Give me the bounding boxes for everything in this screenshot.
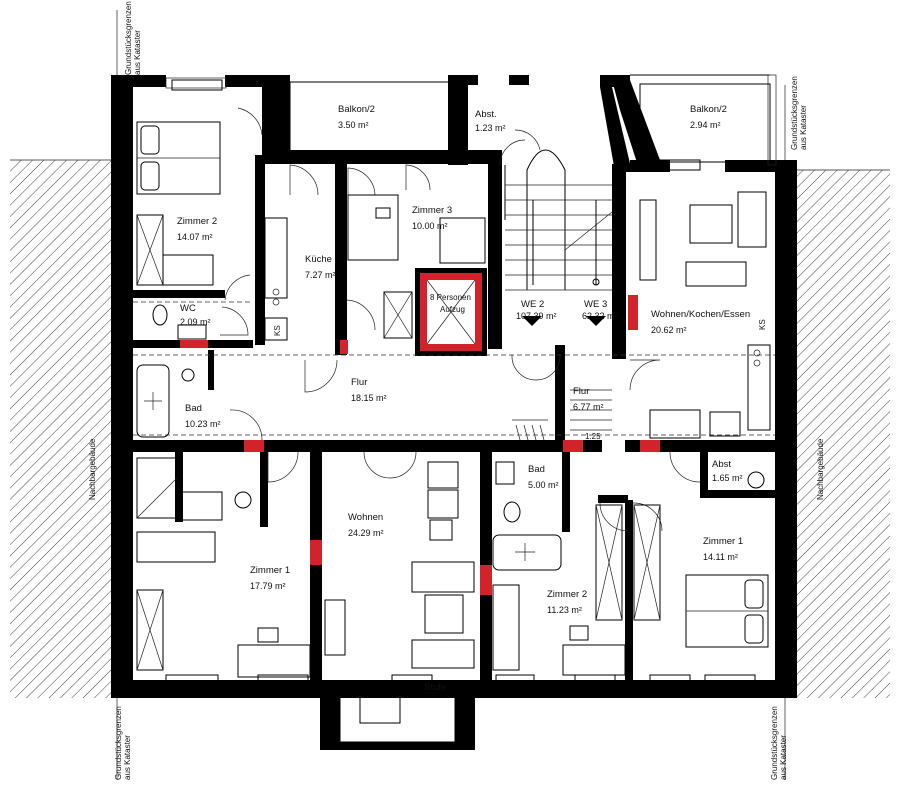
room-name-zimmer2-bottom: Zimmer 2 <box>547 589 587 600</box>
boundary-label-top-left-1: Grundstücksgrenzen <box>124 1 133 75</box>
room-area-kueche: 7.27 m² <box>305 270 336 280</box>
room-name-abst-right: Abst <box>712 459 731 470</box>
furniture <box>136 121 771 678</box>
room-name-bad-right: Bad <box>528 464 545 475</box>
elevator-label: Aufzug <box>440 305 465 314</box>
boundary-label-bottom-right-2: aus Kataster <box>779 735 788 780</box>
dashed-lines <box>133 301 775 436</box>
room-area-flur-main: 18.15 m² <box>351 393 387 403</box>
room-name-wohnen: Wohnen <box>348 512 383 523</box>
room-area-bad-right: 5.00 m² <box>528 480 559 490</box>
boundary-label-bottom-left-1: Grundstücksgrenzen <box>114 706 123 780</box>
room-name-flur-right: Flur <box>573 386 589 397</box>
room-name-balkon-right: Balkon/2 <box>690 104 727 115</box>
neighbor-label-left: Nachbargebäude <box>88 438 97 500</box>
room-area-zimmer1-right: 14.11 m² <box>703 552 738 562</box>
room-area-zimmer1-left: 17.79 m² <box>250 581 286 591</box>
room-name-flur-main: Flur <box>351 377 367 388</box>
boundary-label-top-right-2: aus Kataster <box>799 105 808 150</box>
room-labels: Balkon/2 3.50 m² Abst. 1.23 m² Balkon/2 … <box>177 104 767 693</box>
room-area-wc: 2.09 m² <box>180 317 211 327</box>
room-name-zimmer1-right: Zimmer 1 <box>703 536 743 547</box>
room-name-wc: WC <box>180 303 196 314</box>
red-fill-marks <box>180 295 660 595</box>
balcony-outlines <box>165 74 777 166</box>
room-area-wohnen: 24.29 m² <box>348 528 384 538</box>
dimension-label: 1.25 <box>585 432 601 441</box>
room-area-abst-top: 1.23 m² <box>475 123 506 133</box>
room-name-zimmer3: Zimmer 3 <box>412 205 452 216</box>
room-name-abst-top: Abst. <box>475 109 497 120</box>
kitchen-ks-label: KS <box>273 325 282 336</box>
room-area-we2: 107.39 m² <box>516 311 557 321</box>
room-name-zimmer2-top: Zimmer 2 <box>177 216 217 227</box>
room-area-abst-right: 1.65 m² <box>712 473 743 483</box>
room-area-flur-right: 6.77 m² <box>573 402 604 412</box>
room-area-zimmer2-top: 14.07 m² <box>177 232 213 242</box>
room-area-wohnen-kochen: 20.62 m² <box>651 325 687 335</box>
boundary-label-bottom-left-2: aus Kataster <box>123 735 132 780</box>
neighbor-label-right: Nachbargebäude <box>816 438 825 500</box>
room-name-zimmer1-left: Zimmer 1 <box>250 565 290 576</box>
elevator-capacity-label: 8 Personen <box>430 293 471 302</box>
elevator-shaft <box>415 268 487 356</box>
boundary-label-bottom-right-1: Grundstücksgrenzen <box>770 706 779 780</box>
bay-window <box>320 680 475 750</box>
living-ks-label: KS <box>758 319 767 330</box>
room-area-zimmer3: 10.00 m² <box>412 221 448 231</box>
property-boundary-lines <box>10 10 890 780</box>
room-area-we3: 62.32 m² <box>582 311 618 321</box>
room-name-we2: WE 2 <box>521 299 544 310</box>
boundary-label-top-left-2: aus Kataster <box>133 30 142 75</box>
room-name-kueche: Küche <box>305 254 332 265</box>
step-label: Stufe <box>424 682 446 693</box>
room-name-bad-left: Bad <box>185 403 202 414</box>
room-area-balkon-right: 2.94 m² <box>690 120 721 130</box>
room-area-bad-left: 10.23 m² <box>185 419 221 429</box>
room-name-we3: WE 3 <box>584 299 607 310</box>
boundary-label-top-right-1: Grundstücksgrenzen <box>790 76 799 150</box>
room-name-wohnen-kochen: Wohnen/Kochen/Essen <box>651 309 750 320</box>
room-name-balkon-left: Balkon/2 <box>338 104 375 115</box>
door-swings <box>220 107 701 532</box>
neighbor-hatch-right <box>797 170 890 698</box>
interior-walls <box>133 155 775 680</box>
room-area-zimmer2-bottom: 11.23 m² <box>547 605 582 615</box>
staircase <box>504 149 613 441</box>
neighbor-hatch-left <box>10 160 111 698</box>
room-area-balkon-left: 3.50 m² <box>338 120 369 130</box>
boundary-labels: Grundstücksgrenzen aus Kataster Grundstü… <box>88 1 825 780</box>
